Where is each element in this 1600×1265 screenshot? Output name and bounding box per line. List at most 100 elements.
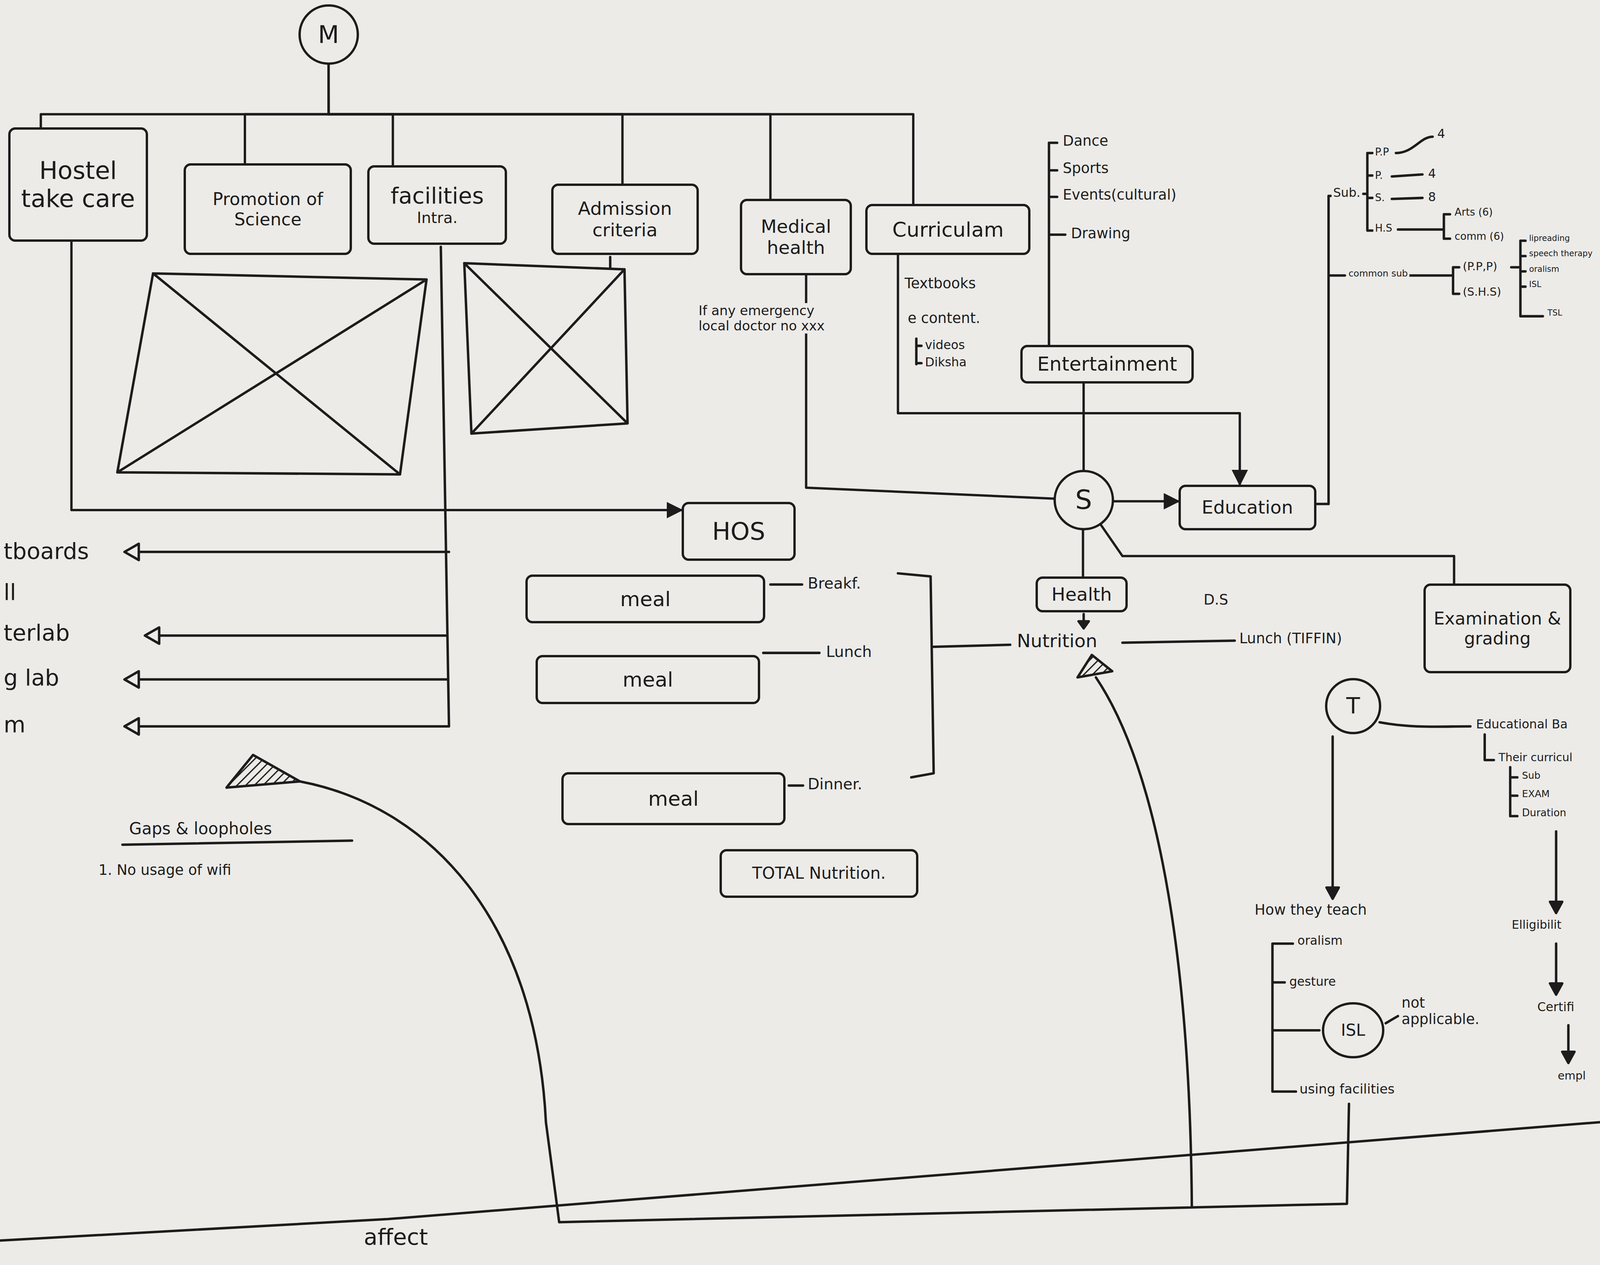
node-text: Medical health	[746, 216, 845, 259]
meal-box: meal	[561, 772, 786, 826]
meal-label: Lunch (TIFFIN)	[1237, 630, 1344, 647]
list-item: comm (6)	[1453, 230, 1506, 243]
note-label: affect	[362, 1224, 430, 1251]
list-item: Their curricul	[1496, 751, 1574, 765]
subject-arrows	[1391, 136, 1450, 239]
list-item: EXAM	[1520, 788, 1552, 800]
meal-box: meal	[535, 655, 761, 704]
list-item: oralism	[1296, 933, 1345, 948]
note-label: D.S	[1201, 591, 1230, 609]
topic-box: HOS	[681, 501, 797, 562]
subject-bracket	[1406, 240, 1543, 317]
count-label: 8	[1426, 189, 1438, 204]
step-label: Certifi	[1535, 1000, 1576, 1015]
topic-box: Medical health	[739, 198, 852, 276]
list-item: TSL	[1546, 308, 1565, 318]
list-item: Sports	[1061, 160, 1111, 177]
cut-label: tboards	[1, 538, 91, 565]
list-item: Diksha	[923, 355, 968, 370]
arrowhead	[1078, 621, 1089, 629]
list-item: (S.H.S)	[1461, 285, 1503, 299]
node-text: Intra.	[416, 208, 458, 227]
open-arrowhead	[124, 543, 140, 561]
arrowhead	[1550, 983, 1563, 995]
list-item: P.	[1373, 169, 1385, 182]
total-box: TOTAL Nutrition.	[719, 849, 919, 899]
teach-bracket	[1272, 943, 1398, 1092]
list-item: Duration	[1520, 807, 1568, 819]
teacher-lines	[1332, 722, 1569, 1054]
node-text: Entertainment	[1037, 353, 1177, 376]
node-text: meal	[622, 667, 674, 692]
node-text: meal	[619, 587, 671, 611]
node-text: Hostel take care	[15, 156, 142, 213]
connector	[71, 241, 682, 511]
list-item: videos	[923, 337, 967, 352]
list-item: lipreading	[1527, 233, 1572, 243]
node-text: facilities	[390, 183, 484, 209]
circle-outline	[1054, 471, 1113, 530]
node-text: S	[1075, 484, 1093, 516]
section-heading: Gaps & loopholes	[127, 819, 274, 839]
list-item: (P.P,P)	[1461, 260, 1499, 274]
list-item: gesture	[1287, 974, 1338, 989]
list-item: Events(cultural)	[1061, 186, 1179, 204]
teacher-circle: T	[1324, 677, 1382, 735]
connector	[898, 255, 1240, 485]
circle-outline	[1326, 679, 1381, 734]
node-text: T	[1346, 693, 1360, 720]
count-label: 4	[1435, 126, 1447, 141]
cut-label: ll	[1, 579, 18, 606]
list-item: Textbooks	[903, 275, 978, 292]
connector	[244, 64, 329, 164]
meal-label: Breakf.	[806, 574, 863, 593]
node-text: Education	[1201, 496, 1293, 518]
meal-box: meal	[525, 574, 766, 624]
connector	[1100, 524, 1455, 584]
note-label: not applicable.	[1400, 994, 1506, 1028]
crossed-placeholder	[117, 273, 427, 475]
list-item: Sub	[1520, 770, 1542, 782]
hatched-triangle	[1077, 655, 1113, 678]
board-line	[0, 1122, 1600, 1241]
connector-stub	[608, 257, 612, 268]
cut-label: m	[1, 712, 27, 738]
node-text: meal	[648, 787, 699, 811]
connector	[1113, 500, 1179, 503]
list-item: using facilities	[1298, 1081, 1397, 1097]
list-item: P.P	[1373, 146, 1391, 158]
list-item: Arts (6)	[1453, 206, 1495, 218]
affect-curve	[1096, 677, 1193, 1208]
node-text: Curriculam	[892, 217, 1004, 242]
open-arrowhead	[124, 671, 140, 688]
topic-box: Examination & grading	[1423, 583, 1572, 674]
list-heading: Sub.	[1331, 185, 1363, 200]
topic-box: Education	[1178, 484, 1317, 531]
list-item: S.	[1373, 191, 1387, 204]
student-circle: S	[1053, 469, 1115, 531]
circle-outline	[299, 5, 358, 64]
list-item: H.S	[1373, 222, 1394, 234]
node-text: Admission criteria	[558, 198, 693, 241]
step-label: Elligibilit	[1510, 918, 1563, 933]
connector	[1081, 529, 1084, 577]
arrowhead	[1550, 901, 1563, 914]
node-text: Promotion of Science	[190, 189, 345, 229]
connector	[40, 64, 329, 128]
list-heading: common sub	[1346, 268, 1410, 279]
note-label: If any emergency local doctor no xxx	[696, 303, 843, 334]
underline	[122, 840, 352, 845]
root-circle: M	[298, 3, 360, 66]
topic-box: Admission criteria	[551, 183, 700, 256]
list-item: Drawing	[1069, 225, 1133, 242]
note-label: 1. No usage of wifi	[96, 862, 233, 879]
topic-box: Curriculam	[865, 203, 1031, 256]
topic-box: facilitiesIntra.	[367, 165, 508, 245]
arrowhead	[1562, 1051, 1575, 1064]
cut-label: g lab	[1, 665, 61, 692]
topic-label: Nutrition	[1015, 630, 1099, 652]
meal-label: Lunch	[824, 642, 874, 661]
list-item: e content.	[906, 310, 983, 327]
list-item: oralism	[1527, 264, 1561, 274]
